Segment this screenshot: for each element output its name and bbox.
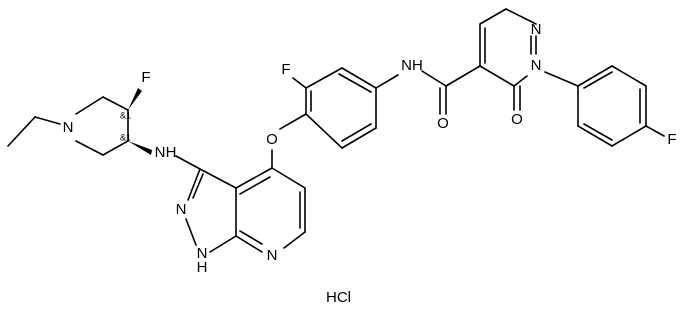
salt-label: HCl [326,289,351,306]
amide-nh-label: NH [401,57,423,74]
pyridine-nitrogen-label: N [267,247,278,264]
aryl-fluorine-label: F [281,61,290,78]
pyridazine-nitrogen-2-label: N [531,57,542,74]
piperidine-nitrogen-label: N [63,119,74,136]
phenyl-fluorine-label: F [667,131,676,148]
pyridazinone-oxygen-label: O [511,111,523,128]
pyridazine-nitrogen-1-label: N [531,21,542,38]
pyrazole-nh-nitrogen-label: N [197,245,208,262]
pyrazole-nh-hydrogen-label: H [197,259,208,276]
pyrazole-nitrogen-label: N [176,201,187,218]
ether-oxygen-label: O [266,131,278,148]
amine-hydrogen-label: H [166,144,177,161]
bonds [7,8,665,253]
amine-nitrogen-label: N [155,144,166,161]
atom-labels: N F &1 &1 N H O F N N H N NH O N N O F [63,21,677,276]
piperidine-fluorine-label: F [141,69,150,86]
amide-oxygen-label: O [437,115,449,132]
stereo-descriptor-c4: &1 [120,132,131,142]
stereo-descriptor-c3: &1 [120,110,131,120]
